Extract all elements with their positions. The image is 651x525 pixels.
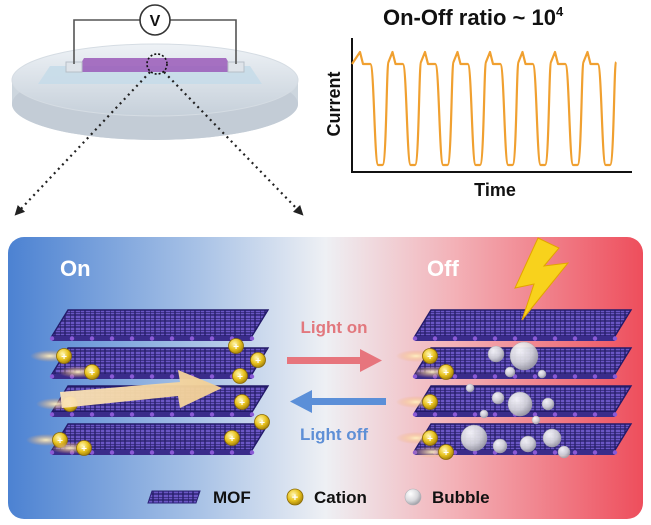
device-illustration: V <box>11 4 304 216</box>
cation-icon: + <box>76 440 92 456</box>
zoom-arrow-left <box>14 71 151 216</box>
mof-layer <box>412 309 633 341</box>
legend-bubble-icon <box>404 488 422 506</box>
bubble-icon <box>465 383 475 393</box>
svg-text:+: + <box>259 418 265 429</box>
svg-text:+: + <box>292 492 298 504</box>
bubble-icon <box>519 435 537 453</box>
bubble-icon <box>504 366 516 378</box>
chart-title: On-Off ratio ~ 104 <box>383 4 564 30</box>
bubble-icon <box>509 341 539 371</box>
svg-text:+: + <box>427 434 433 445</box>
cation-icon: + <box>228 338 244 354</box>
svg-text:+: + <box>443 448 449 459</box>
cation-icon: + <box>232 368 248 384</box>
cation-icon: + <box>254 414 270 430</box>
light-off-arrow <box>290 390 386 413</box>
y-axis-label: Current <box>324 71 344 136</box>
legend: MOF + Cation Bubble <box>147 488 490 507</box>
current-series-line <box>351 50 618 167</box>
cation-icon: + <box>422 348 438 364</box>
chart-title-exponent: 4 <box>556 4 564 19</box>
svg-text:+: + <box>443 368 449 379</box>
svg-text:+: + <box>427 398 433 409</box>
light-off-label: Light off <box>300 425 368 444</box>
legend-cation-icon: + <box>286 488 304 506</box>
mof-layer <box>49 309 270 341</box>
svg-text:+: + <box>255 356 261 367</box>
svg-text:+: + <box>229 434 235 445</box>
legend-mof-label: MOF <box>213 488 251 507</box>
voltmeter-icon <box>139 4 171 36</box>
bubble-icon <box>487 345 505 363</box>
legend-bubble-label: Bubble <box>432 488 490 507</box>
svg-text:+: + <box>239 398 245 409</box>
cation-icon: + <box>224 430 240 446</box>
legend-cation-label: Cation <box>314 488 367 507</box>
x-axis-label: Time <box>474 180 516 200</box>
bubble-icon <box>491 391 505 405</box>
cation-icon: + <box>56 348 72 364</box>
bubble-icon <box>507 391 533 417</box>
bubble-icon <box>557 445 571 459</box>
mof-layer <box>49 423 270 455</box>
svg-text:+: + <box>89 368 95 379</box>
bubble-icon <box>460 424 488 452</box>
bubble-icon <box>531 415 541 425</box>
bubble-icon <box>542 428 562 448</box>
lightning-icon <box>514 237 570 321</box>
cation-icon: + <box>422 430 438 446</box>
svg-text:+: + <box>233 342 239 353</box>
mof-film <box>76 58 234 72</box>
cation-icon: + <box>234 394 250 410</box>
legend-mof-icon <box>147 490 201 504</box>
zoom-arrow-right <box>163 71 304 216</box>
state-on-label: On <box>60 256 91 281</box>
svg-text:+: + <box>237 372 243 383</box>
cation-icon: + <box>438 444 454 460</box>
svg-text:+: + <box>427 352 433 363</box>
light-on-label: Light on <box>300 318 367 337</box>
wire-right <box>170 19 237 64</box>
svg-text:+: + <box>81 444 87 455</box>
cation-icon: + <box>422 394 438 410</box>
light-on-arrow <box>287 349 382 372</box>
current-chart: On-Off ratio ~ 104 Current Time <box>324 4 632 200</box>
bubble-icon <box>479 409 489 419</box>
mof-layer <box>49 347 270 379</box>
svg-text:+: + <box>57 436 63 447</box>
svg-text:+: + <box>61 352 67 363</box>
bubble-icon <box>492 438 508 454</box>
voltmeter-label: V <box>150 13 161 30</box>
bubble-icon <box>537 369 547 379</box>
mechanism-panel: On Off + + + + + + + + + + + + + + + + Light on Light … <box>8 237 643 519</box>
bubble-icon <box>541 397 555 411</box>
cation-icon: + <box>84 364 100 380</box>
ion-flow-arrow <box>60 370 222 408</box>
state-off-label: Off <box>427 256 459 281</box>
wire-left <box>73 19 140 64</box>
cation-icon: + <box>438 364 454 380</box>
mof-stack-off: + + + + + <box>396 309 633 460</box>
cation-icon: + <box>250 352 266 368</box>
